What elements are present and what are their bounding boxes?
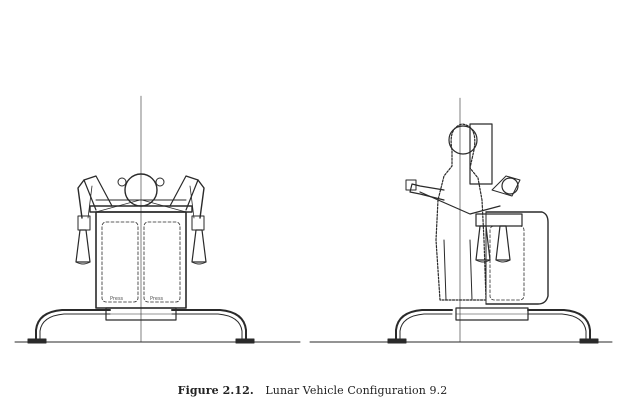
engine-side-right [495,225,511,261]
astronaut-body [435,123,487,301]
helmet [448,125,478,155]
figure-number: Figure 2.12. [177,384,254,397]
landing-leg-right [171,309,247,343]
foot-pad-rear [387,338,407,344]
side-view-drawing [309,97,613,344]
landing-leg-rear [395,309,453,343]
pressure-sphere [124,173,158,207]
backpack [469,123,493,185]
foot-pad-right [235,338,255,344]
foot-pad-left [27,338,47,344]
outrigger-right [169,175,199,211]
landing-leg-left [35,309,111,343]
engine-left [75,229,91,263]
astronaut-arm [409,183,445,201]
figure-caption: Figure 2.12. Lunar Vehicle Configuration… [0,384,625,397]
landing-leg-front [527,309,591,343]
tank-label-left: Press [110,296,124,302]
tank-label-right: Press [150,296,164,302]
tank-right [143,221,181,303]
tank-left [101,221,139,303]
foot-pad-front [579,338,599,344]
side-frame [485,211,549,305]
front-view-drawing [14,95,301,344]
figure-title: Lunar Vehicle Configuration 9.2 [265,384,448,397]
outrigger-left [83,175,113,211]
engine-right [191,229,207,263]
